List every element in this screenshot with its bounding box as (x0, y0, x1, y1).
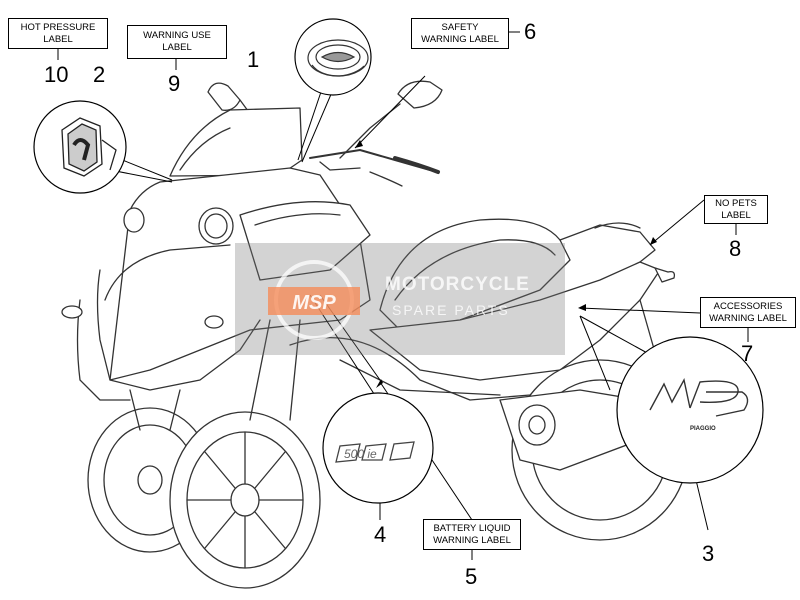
battery-liquid-warning-label: BATTERY LIQUID WARNING LABEL (423, 519, 521, 550)
callout-6: 6 (524, 19, 537, 44)
no-pets-label: NO PETS LABEL (704, 195, 768, 224)
callout-5: 5 (465, 564, 478, 589)
callout-1: 1 (247, 47, 260, 72)
detail-circle-4 (322, 392, 434, 504)
warning-use-label: WARNING USE LABEL (127, 25, 227, 59)
watermark-subtitle: SPARE PARTS (392, 302, 510, 318)
callout-7: 7 (741, 341, 754, 366)
callout-9: 9 (168, 71, 181, 96)
detail-circle-3 (616, 336, 764, 484)
callout-8: 8 (729, 236, 742, 261)
callout-2: 2 (93, 62, 106, 87)
watermark-logo: MSP (268, 260, 360, 340)
hot-pressure-label: HOT PRESSURE LABEL (8, 18, 108, 49)
model-decal-text: 500 ie (344, 447, 377, 461)
callout-10: 10 (44, 62, 69, 87)
callout-3: 3 (702, 541, 715, 566)
watermark-title: MOTORCYCLE (385, 274, 530, 295)
safety-warning-label: SAFETY WARNING LABEL (411, 18, 509, 49)
watermark-logo-text: MSP (292, 292, 336, 314)
accessories-warning-label: ACCESSORIES WARNING LABEL (700, 297, 796, 328)
piaggio-decal-text: PIAGGIO (690, 426, 716, 432)
callout-4: 4 (374, 522, 387, 547)
